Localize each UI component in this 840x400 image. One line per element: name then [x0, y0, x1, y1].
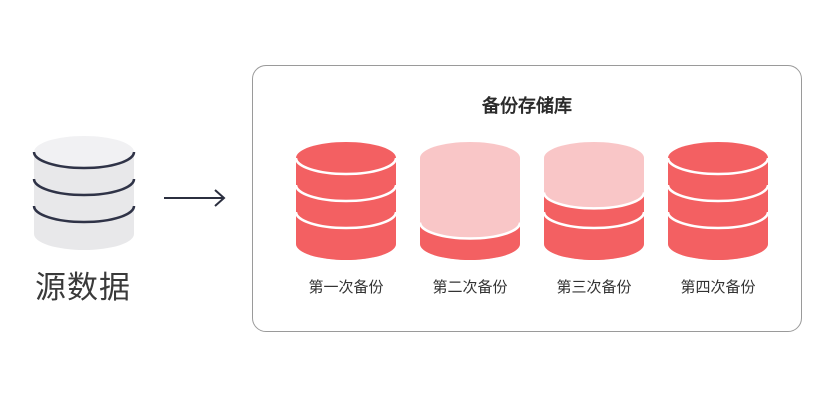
backup-database-icon-3 [542, 142, 646, 260]
source-data-label: 源数据 [35, 270, 131, 306]
backup-label-1: 第一次备份 [308, 278, 384, 296]
arrow-right-icon [164, 189, 226, 207]
backup-database-icon-1 [294, 142, 398, 260]
backup-database-icon-4 [666, 142, 770, 260]
backup-repository-box: 备份存储库 第一次备份 第二次备份 第三次备份 第四次备份 [252, 65, 802, 332]
backup-database-icon-2 [418, 142, 522, 260]
repository-title: 备份存储库 [482, 96, 572, 117]
backup-label-4: 第四次备份 [680, 278, 756, 296]
backup-label-2: 第二次备份 [432, 278, 508, 296]
backup-label-3: 第三次备份 [556, 278, 632, 296]
source-database-icon [32, 136, 136, 250]
